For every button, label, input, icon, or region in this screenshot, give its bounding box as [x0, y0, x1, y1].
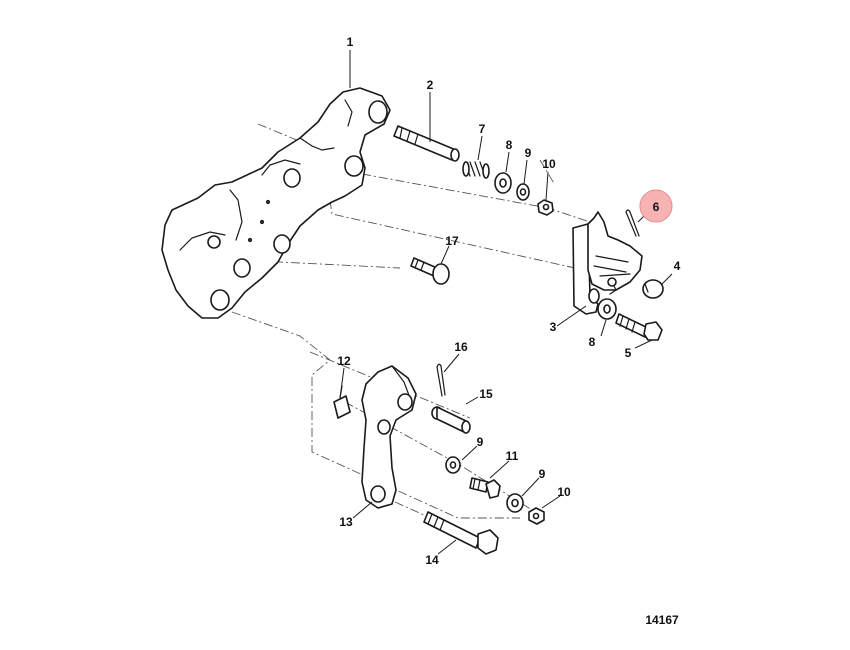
callout-7: 7 [479, 122, 486, 136]
callout-3: 3 [550, 320, 557, 334]
callout-6[interactable]: 6 [653, 200, 660, 214]
main-bracket-part-1 [161, 87, 391, 319]
callout-10-top: 10 [542, 157, 556, 171]
callout-5: 5 [625, 346, 632, 360]
callout-16: 16 [454, 340, 468, 354]
ball-stud-part-11 [469, 477, 501, 499]
cotter-pin-part-6 [625, 209, 640, 237]
nut-part-10-top [537, 199, 554, 216]
cotter-pin-part-16 [436, 363, 446, 397]
callout-12: 12 [337, 354, 351, 368]
callout-17: 17 [445, 234, 459, 248]
washer-part-8-top [494, 172, 512, 194]
callout-15: 15 [479, 387, 493, 401]
lever-bracket-part-3 [572, 211, 643, 315]
callout-1: 1 [347, 35, 354, 49]
callout-8-top: 8 [506, 138, 513, 152]
callout-4: 4 [674, 259, 681, 273]
link-arm-part-13 [361, 365, 417, 509]
highlight-circle [639, 189, 673, 223]
callout-10-lower: 10 [557, 485, 571, 499]
bolt-part-14 [423, 511, 499, 555]
callout-9-middle: 9 [477, 435, 484, 449]
callout-9-lower: 9 [539, 467, 546, 481]
clip-part-12 [333, 385, 351, 419]
callout-13: 13 [339, 515, 353, 529]
callout-14: 14 [425, 553, 439, 567]
washer-part-9-middle [445, 456, 461, 474]
callout-11: 11 [506, 449, 519, 463]
bolt-part-17 [410, 257, 450, 285]
stud-part-2 [393, 125, 460, 162]
callout-2: 2 [427, 78, 434, 92]
spring-part-7 [462, 161, 490, 179]
nut-part-10-lower [528, 507, 545, 525]
washer-part-8-right [597, 298, 617, 320]
pin-part-15 [431, 406, 471, 434]
callout-labels: 1 2 3 4 5 6 7 8 8 9 9 9 10 10 11 12 13 1… [337, 35, 680, 567]
washer-part-9-top [516, 183, 530, 201]
figure-number: 14167 [645, 613, 679, 627]
callout-8-right: 8 [589, 335, 596, 349]
bolt-part-5 [615, 313, 663, 341]
cap-part-4 [642, 279, 664, 299]
callout-9-top: 9 [525, 146, 532, 160]
washer-part-9-lower [506, 493, 524, 513]
